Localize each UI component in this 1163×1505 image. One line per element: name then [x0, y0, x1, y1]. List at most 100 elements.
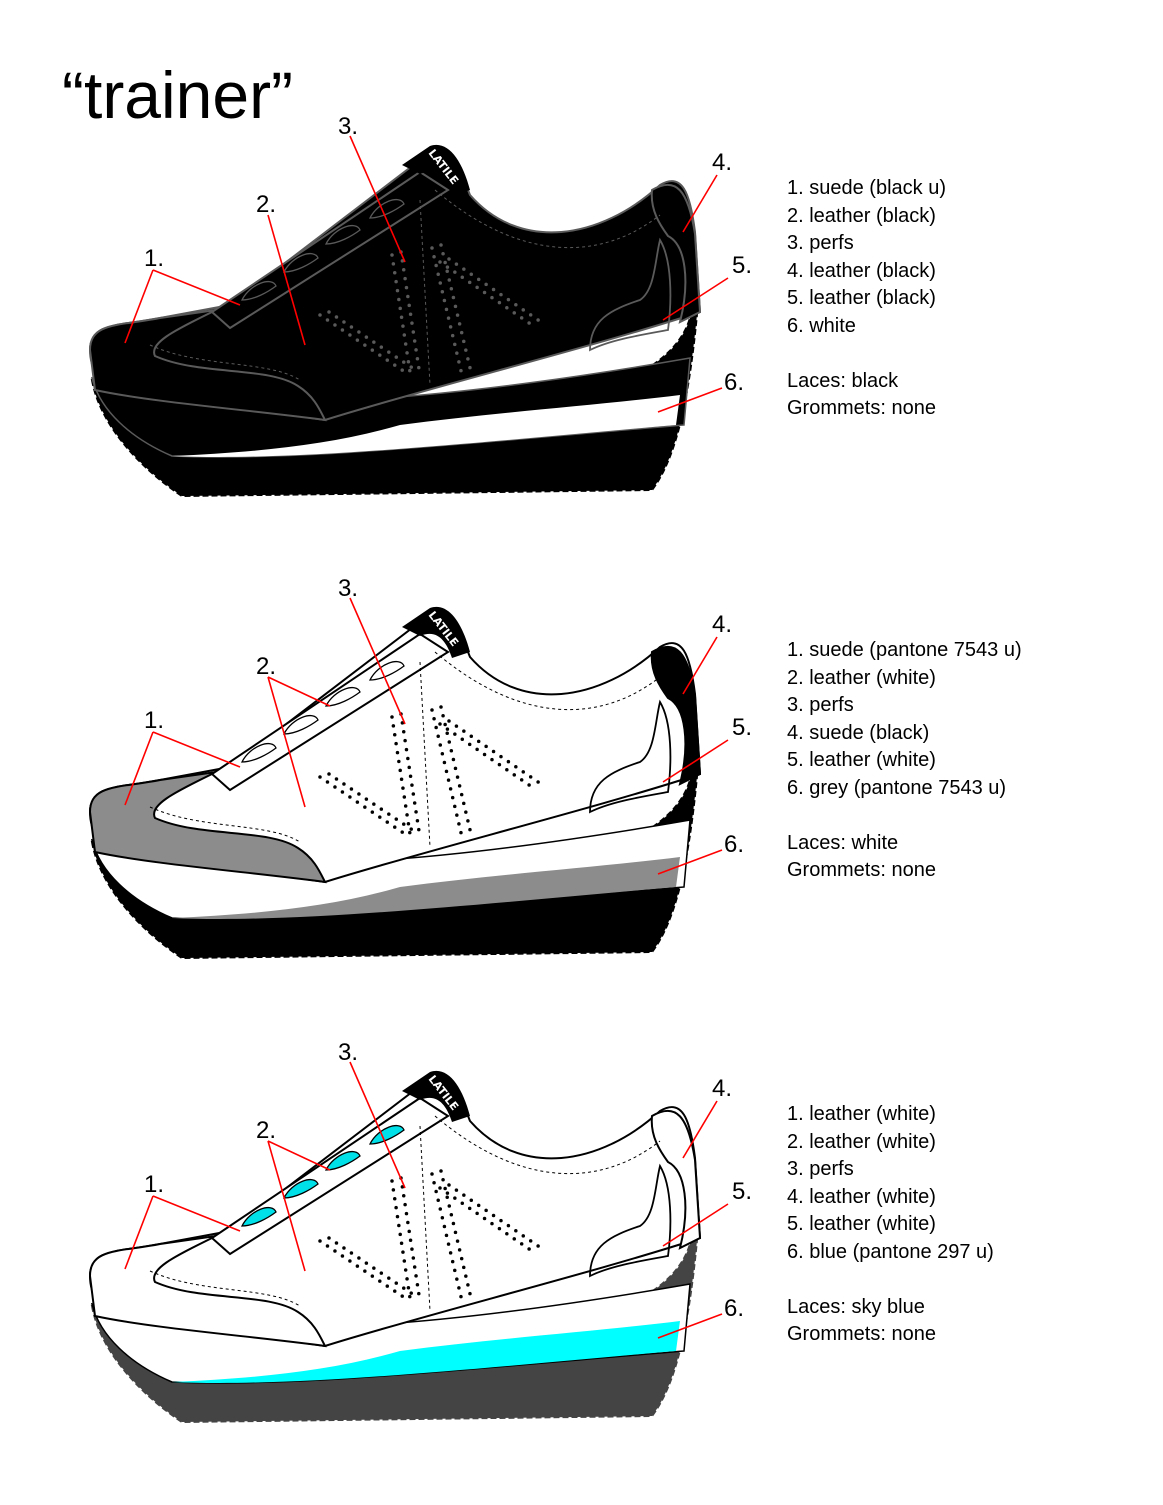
- grommets-spec: Grommets: none: [787, 397, 936, 419]
- leader-line-5: [662, 1203, 729, 1247]
- midsole-stripe: [172, 1321, 680, 1384]
- leader-line-6: [657, 387, 723, 413]
- lace-3: [324, 225, 361, 245]
- perf-row-2-b: [399, 1176, 421, 1297]
- callout-number-5: 5.: [732, 714, 752, 741]
- spec-item: 2. leather (white): [787, 1130, 936, 1153]
- spec-list-1: 1. suede (black u)2. leather (black)3. p…: [787, 175, 946, 423]
- leader-line-5: [662, 277, 729, 321]
- perf-row-1: [318, 1239, 407, 1300]
- grommets-spec: Grommets: none: [787, 1323, 936, 1345]
- leader-line-1: [124, 1195, 241, 1270]
- perf-row-1-b: [327, 310, 416, 371]
- perf-row-3-b: [439, 1169, 473, 1300]
- stitching: [149, 189, 661, 386]
- spec-item: 4. leather (white): [787, 1185, 936, 1208]
- leader-line-3: [349, 1061, 406, 1189]
- callout-number-1: 1.: [144, 707, 164, 734]
- lace-2: [282, 1179, 319, 1199]
- tongue: [402, 606, 470, 658]
- callout-number-4: 4.: [712, 1075, 732, 1102]
- lace-3: [324, 687, 361, 707]
- lace-1: [240, 281, 277, 301]
- laces-spec: Laces: black: [787, 369, 899, 392]
- leader-line-4: [682, 174, 718, 233]
- midsole-stripe: [172, 857, 680, 920]
- perf-row-4: [438, 1186, 534, 1253]
- leader-line-2: [267, 214, 306, 346]
- leader-line-1: [124, 269, 241, 344]
- lace-1: [240, 1207, 277, 1227]
- lace-3: [324, 1151, 361, 1171]
- leader-line-5: [662, 739, 729, 783]
- perf-row-3: [430, 708, 464, 839]
- heel-counter: [650, 183, 702, 324]
- perf-row-1: [318, 313, 407, 374]
- spec-item: 5. leather (white): [787, 749, 936, 771]
- leader-line-4: [682, 636, 718, 695]
- perf-row-3-b: [439, 243, 473, 374]
- midsole-stripe: [172, 395, 680, 458]
- leader-line-2: [267, 1140, 331, 1272]
- perf-row-2-b: [399, 250, 421, 371]
- perf-row-4-b: [447, 1183, 543, 1250]
- callout-number-3: 3.: [338, 1039, 358, 1066]
- tongue: [402, 1070, 470, 1122]
- spec-item: 6. white: [787, 314, 856, 337]
- stitching: [149, 651, 661, 848]
- toe-cap: [88, 309, 327, 422]
- leader-line-2: [267, 676, 331, 808]
- callout-number-3: 3.: [338, 113, 358, 140]
- perf-row-1-b: [327, 1236, 416, 1297]
- lace-4: [368, 199, 405, 219]
- spec-item: 6. blue (pantone 297 u): [787, 1240, 994, 1263]
- spec-item: 4. leather (black): [787, 259, 936, 282]
- page-title: “trainer”: [62, 58, 294, 132]
- spec-item: 3. perfs: [787, 694, 854, 716]
- heel-panel: [589, 1163, 672, 1278]
- callout-number-4: 4.: [712, 149, 732, 176]
- callout-number-5: 5.: [732, 252, 752, 279]
- callout-number-4: 4.: [712, 611, 732, 638]
- perf-row-1: [318, 775, 407, 836]
- callout-number-6: 6.: [724, 1295, 744, 1322]
- spec-item: 5. leather (white): [787, 1213, 936, 1235]
- stitching: [149, 1115, 661, 1312]
- lace-2: [282, 253, 319, 273]
- callout-number-2: 2.: [256, 653, 276, 680]
- leader-line-1: [124, 731, 241, 806]
- spec-item: 6. grey (pantone 7543 u): [787, 776, 1007, 799]
- callout-number-6: 6.: [724, 831, 744, 858]
- perf-row-2: [390, 1179, 412, 1300]
- callout-number-1: 1.: [144, 245, 164, 272]
- callout-number-2: 2.: [256, 191, 276, 218]
- grommets-spec: Grommets: none: [787, 859, 936, 881]
- toe-cap: [88, 1235, 327, 1348]
- spec-item: 1. leather (white): [787, 1103, 936, 1125]
- leader-line-3: [349, 597, 406, 725]
- tongue: [402, 144, 470, 196]
- perf-row-4: [438, 260, 534, 327]
- spec-item: 1. suede (black u): [787, 177, 946, 199]
- lace-2: [282, 715, 319, 735]
- callout-number-5: 5.: [732, 1178, 752, 1205]
- lace-1: [240, 743, 277, 763]
- leader-line-6: [657, 1313, 723, 1339]
- callout-number-6: 6.: [724, 369, 744, 396]
- spec-item: 3. perfs: [787, 1158, 854, 1180]
- toe-cap: [88, 771, 327, 884]
- perf-row-2-b: [399, 712, 421, 833]
- spec-list-2: 1. suede (pantone 7543 u)2. leather (whi…: [787, 637, 1022, 885]
- heel-counter: [650, 645, 702, 786]
- spec-item: 2. leather (black): [787, 204, 936, 227]
- callout-number-1: 1.: [144, 1171, 164, 1198]
- perf-row-2: [390, 715, 412, 836]
- spec-item: 2. leather (white): [787, 666, 936, 689]
- heel-panel: [589, 699, 672, 814]
- perf-row-4: [438, 722, 534, 789]
- laces-spec: Laces: sky blue: [787, 1295, 925, 1318]
- heel-panel: [589, 237, 672, 352]
